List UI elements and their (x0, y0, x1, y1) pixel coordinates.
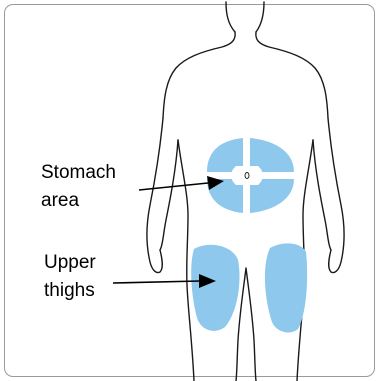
thighs-label-line1: Upper (44, 249, 96, 277)
left-shoulder-outline (163, 32, 235, 118)
stomach-area-label: Stomach area (41, 159, 116, 215)
stomach-pointer-arrow (139, 176, 224, 190)
thighs-pointer-arrow (113, 274, 216, 288)
upper-thighs-label: Upper thighs (44, 249, 96, 305)
right-arm-inner-outline (313, 140, 331, 250)
stomach-label-line2: area (41, 187, 116, 215)
left-arm-inner-outline (160, 140, 178, 250)
head-outline (226, 2, 264, 32)
stomach-zone-upper-right (250, 138, 294, 172)
right-thigh-zone (265, 243, 307, 332)
thighs-label-line2: thighs (44, 277, 96, 305)
right-shoulder-outline (256, 32, 328, 118)
navel-icon (245, 173, 249, 179)
stomach-label-line1: Stomach (41, 159, 116, 187)
stomach-zone (207, 138, 294, 213)
left-thigh-zone (191, 245, 239, 331)
left-torso-outline (178, 140, 194, 381)
stomach-zone-upper-left (207, 138, 243, 172)
stomach-zone-lower-right (250, 179, 294, 213)
